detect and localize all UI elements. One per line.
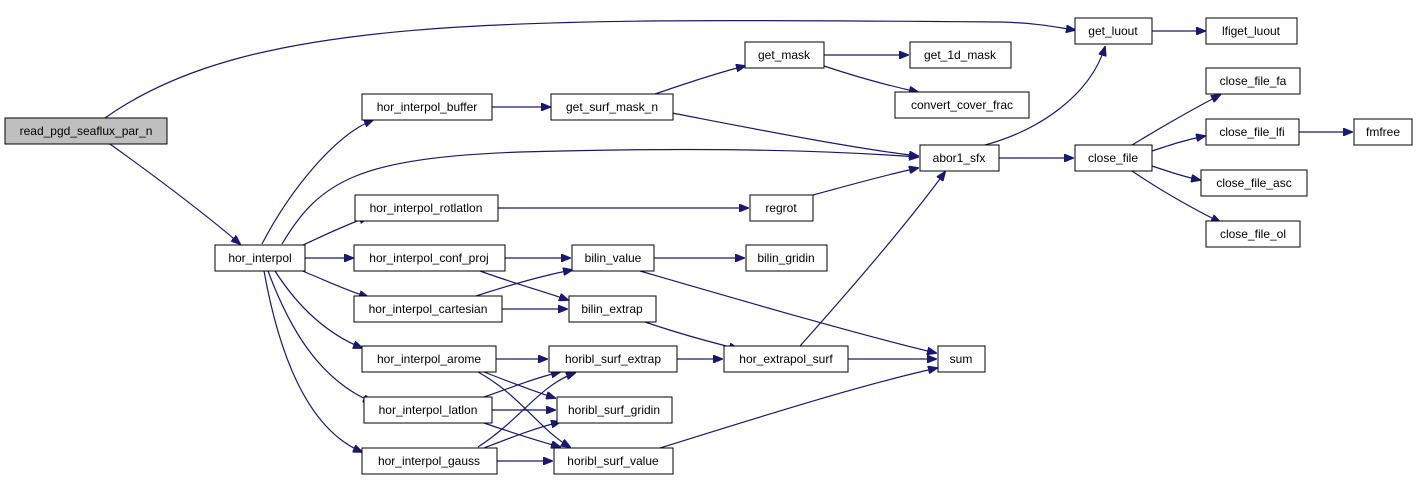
edge-hor-interpol-to-buffer (261, 120, 373, 245)
node-hor-interpol-conf-proj[interactable]: hor_interpol_conf_proj (353, 244, 506, 272)
node-hor-interpol-rotlatlon[interactable]: hor_interpol_rotlatlon (354, 194, 499, 222)
svg-text:get_1d_mask: get_1d_mask (924, 48, 997, 62)
edge-read-to-hor-interpol (109, 143, 240, 244)
svg-text:close_file_lfi: close_file_lfi (1219, 125, 1284, 139)
svg-text:fmfree: fmfree (1366, 125, 1400, 139)
svg-text:hor_interpol: hor_interpol (228, 251, 291, 265)
svg-text:hor_interpol_arome: hor_interpol_arome (377, 352, 481, 366)
svg-text:close_file_ol: close_file_ol (1220, 227, 1286, 241)
edge-hor-extrapol-surf-to-abor1-sfx (799, 172, 945, 347)
node-get-luout[interactable]: get_luout (1074, 17, 1153, 45)
node-close-file-asc[interactable]: close_file_asc (1200, 169, 1308, 197)
svg-text:horibl_surf_gridin: horibl_surf_gridin (568, 403, 660, 417)
node-sum[interactable]: sum (937, 345, 986, 373)
edge-hor-interpol-to-arome (274, 270, 362, 348)
node-hor-interpol-buffer[interactable]: hor_interpol_buffer (361, 93, 493, 121)
svg-text:get_mask: get_mask (758, 48, 811, 62)
edge-close-file-to-close-file-asc (1151, 165, 1200, 180)
node-fmfree[interactable]: fmfree (1353, 118, 1413, 146)
edge-latlon-to-horibl-surf-extrap (483, 372, 560, 398)
node-close-file-fa[interactable]: close_file_fa (1205, 67, 1301, 95)
edge-hor-interpol-to-gauss (263, 270, 362, 452)
svg-text:bilin_value: bilin_value (585, 251, 642, 265)
edge-read-to-get-luout (104, 19, 1075, 119)
svg-text:horibl_surf_value: horibl_surf_value (567, 454, 659, 468)
svg-text:horibl_surf_extrap: horibl_surf_extrap (565, 352, 661, 366)
edge-get-surf-mask-to-get-mask (654, 66, 745, 95)
svg-text:bilin_gridin: bilin_gridin (757, 251, 814, 265)
edge-hor-interpol-to-abor1-sfx (281, 148, 918, 245)
node-bilin-extrap[interactable]: bilin_extrap (568, 295, 657, 323)
node-get-1d-mask[interactable]: get_1d_mask (909, 41, 1012, 69)
edge-close-file-to-close-file-fa (1131, 95, 1220, 146)
node-get-mask[interactable]: get_mask (744, 41, 825, 69)
node-abor1-sfx[interactable]: abor1_sfx (919, 144, 1000, 172)
node-hor-interpol[interactable]: hor_interpol (214, 244, 306, 272)
edge-bilin-value-to-sum (639, 270, 936, 353)
svg-text:hor_interpol_conf_proj: hor_interpol_conf_proj (369, 251, 488, 265)
edge-horibl-surf-value-to-sum (659, 368, 937, 449)
node-lfiget-luout[interactable]: lfiget_luout (1205, 17, 1298, 45)
edge-regrot-to-abor1-sfx (812, 168, 918, 196)
edge-latlon-to-horibl-surf-value (483, 422, 560, 447)
node-bilin-gridin[interactable]: bilin_gridin (745, 244, 828, 272)
node-close-file[interactable]: close_file (1074, 144, 1153, 172)
svg-text:hor_extrapol_surf: hor_extrapol_surf (739, 352, 833, 366)
nodes: read_pgd_seaflux_par_n hor_interpol get_… (4, 17, 1413, 475)
node-bilin-value[interactable]: bilin_value (571, 244, 655, 272)
svg-text:regrot: regrot (765, 201, 797, 215)
node-horibl-surf-extrap[interactable]: horibl_surf_extrap (548, 345, 678, 373)
node-hor-extrapol-surf[interactable]: hor_extrapol_surf (723, 345, 849, 373)
svg-text:get_luout: get_luout (1088, 24, 1138, 38)
edge-conf-proj-to-bilin-extrap (479, 270, 568, 300)
edge-gauss-to-horibl-surf-extrap (477, 373, 575, 448)
edge-get-mask-to-convert-cover-frac (823, 65, 918, 92)
edge-hor-interpol-to-cartesian (299, 269, 368, 297)
svg-text:abor1_sfx: abor1_sfx (933, 151, 986, 165)
svg-text:convert_cover_frac: convert_cover_frac (911, 98, 1013, 112)
svg-text:hor_interpol_buffer: hor_interpol_buffer (377, 100, 478, 114)
edge-hor-interpol-to-latlon (267, 270, 372, 402)
svg-text:lfiget_luout: lfiget_luout (1222, 24, 1281, 38)
edge-abor1-sfx-to-get-luout (984, 47, 1105, 146)
edge-gauss-to-horibl-surf-gridin (483, 422, 560, 449)
node-read-pgd-seaflux-par-n[interactable]: read_pgd_seaflux_par_n (4, 117, 168, 145)
node-hor-interpol-cartesian[interactable]: hor_interpol_cartesian (353, 295, 503, 323)
svg-text:hor_interpol_cartesian: hor_interpol_cartesian (369, 302, 488, 316)
edge-arome-to-horibl-surf-value (477, 371, 570, 447)
node-horibl-surf-gridin[interactable]: horibl_surf_gridin (556, 396, 673, 424)
node-hor-interpol-gauss[interactable]: hor_interpol_gauss (361, 447, 498, 475)
svg-text:close_file: close_file (1088, 151, 1138, 165)
svg-text:hor_interpol_gauss: hor_interpol_gauss (378, 454, 480, 468)
svg-text:read_pgd_seaflux_par_n: read_pgd_seaflux_par_n (20, 124, 153, 138)
svg-text:sum: sum (950, 352, 973, 366)
node-convert-cover-frac[interactable]: convert_cover_frac (894, 91, 1030, 119)
svg-text:hor_interpol_latlon: hor_interpol_latlon (379, 403, 478, 417)
edge-bilin-extrap-to-hor-extrapol-surf (644, 321, 738, 349)
edge-close-file-to-close-file-lfi (1151, 136, 1205, 152)
svg-text:hor_interpol_rotlatlon: hor_interpol_rotlatlon (370, 201, 483, 215)
svg-text:close_file_fa: close_file_fa (1220, 74, 1287, 88)
edge-get-surf-mask-to-abor1-sfx (671, 112, 918, 156)
node-horibl-surf-value[interactable]: horibl_surf_value (553, 447, 674, 475)
node-regrot[interactable]: regrot (749, 194, 814, 222)
edge-arome-to-horibl-surf-gridin (483, 371, 555, 398)
svg-text:close_file_asc: close_file_asc (1216, 176, 1291, 190)
edge-cartesian-to-bilin-value (475, 270, 572, 297)
svg-text:bilin_extrap: bilin_extrap (581, 302, 643, 316)
node-hor-interpol-latlon[interactable]: hor_interpol_latlon (363, 396, 493, 424)
node-get-surf-mask-n[interactable]: get_surf_mask_n (550, 93, 674, 121)
edges (104, 19, 1352, 461)
node-hor-interpol-arome[interactable]: hor_interpol_arome (361, 345, 497, 373)
edge-close-file-to-close-file-ol (1131, 170, 1220, 222)
node-close-file-ol[interactable]: close_file_ol (1205, 220, 1301, 248)
node-close-file-lfi[interactable]: close_file_lfi (1205, 118, 1300, 146)
svg-text:get_surf_mask_n: get_surf_mask_n (566, 100, 658, 114)
